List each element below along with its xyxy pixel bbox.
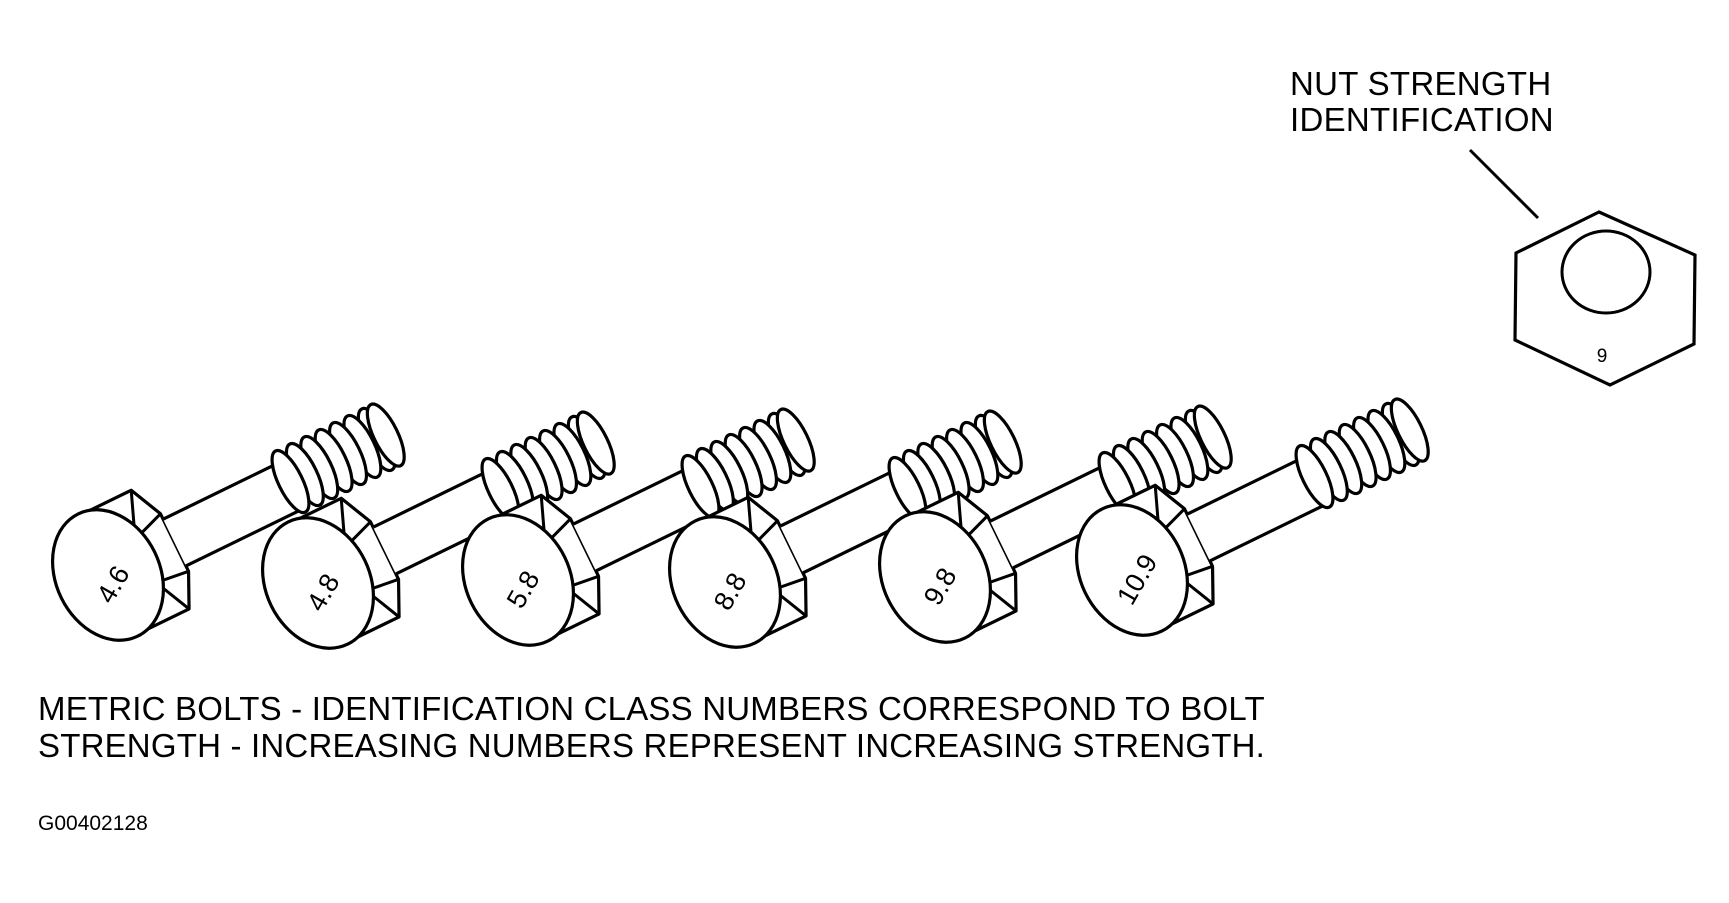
bolt: 8.8 [667, 409, 1023, 649]
bolt-thread [887, 409, 1023, 522]
bolt-head-face [260, 516, 376, 650]
bolt-tip [575, 410, 616, 476]
bolt-head-face [667, 515, 783, 649]
bolt: 4.6 [50, 402, 406, 642]
bolt: 5.8 [460, 407, 816, 647]
thread-ridge [270, 448, 311, 515]
thread-ridge [1294, 443, 1335, 510]
bolt-head-face [50, 508, 166, 642]
bolt-head-face [877, 510, 993, 644]
bolt: 4.8 [260, 410, 616, 650]
bolt-tip [775, 407, 816, 473]
bolt-thread [680, 407, 816, 520]
bolt-head-face [460, 513, 576, 647]
bolt-tip [982, 409, 1023, 475]
bolt-tip [365, 402, 406, 468]
bolt-thread [270, 402, 406, 515]
nut-label-line-2: IDENTIFICATION [1290, 101, 1554, 138]
bolt: 10.9 [1074, 397, 1430, 637]
nut-strength-label: NUT STRENGTH IDENTIFICATION [1290, 66, 1554, 138]
bolt-tip [1192, 404, 1233, 470]
bolt-thread [1294, 397, 1430, 510]
figure-id: G00402128 [38, 812, 148, 835]
caption-line-1: METRIC BOLTS - IDENTIFICATION CLASS NUMB… [38, 690, 1265, 727]
nut-leader-line [1468, 148, 1540, 220]
bolt-tip [1389, 397, 1430, 463]
bolt-thread [480, 410, 616, 523]
nut-strength-mark: 9 [1597, 346, 1608, 367]
caption-line-2: STRENGTH - INCREASING NUMBERS REPRESENT … [38, 727, 1266, 764]
nut: 9 [1468, 148, 1697, 387]
nut-hole [1560, 229, 1652, 315]
diagram-caption: METRIC BOLTS - IDENTIFICATION CLASS NUMB… [38, 690, 1265, 764]
nut-label-line-1: NUT STRENGTH [1290, 65, 1552, 102]
bolt: 9.8 [877, 404, 1233, 644]
bolt-head-face [1074, 503, 1190, 637]
